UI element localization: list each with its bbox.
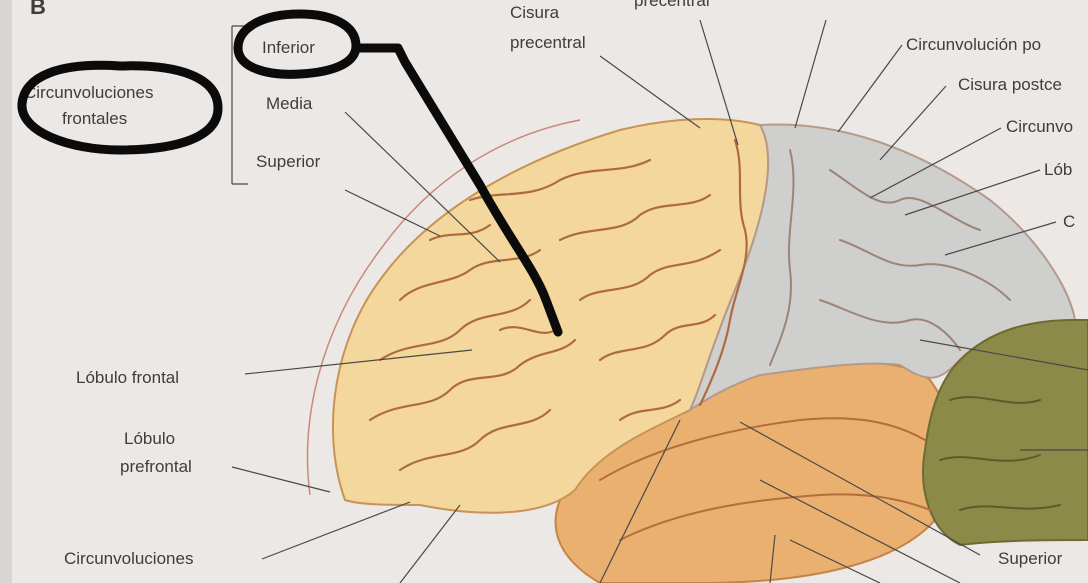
label-cisura-precentral-2: precentral: [510, 33, 586, 52]
label-c-right: C: [1063, 212, 1075, 231]
label-lobulo-frontal: Lóbulo frontal: [76, 368, 179, 387]
label-circunvoluciones-bottom: Circunvoluciones: [64, 549, 193, 568]
label-circunvoluciones-frontales-1: Circunvoluciones: [24, 83, 153, 102]
label-cisura-precentral-1: Cisura: [510, 3, 560, 22]
label-lobulo-right: Lób: [1044, 160, 1072, 179]
label-circunvolucion-postcentral: Circunvolución po: [906, 35, 1041, 54]
panel-letter: B: [30, 0, 46, 19]
page-edge-left: [0, 0, 12, 583]
label-superior-temporal: Superior: [998, 549, 1063, 568]
label-circunvoluciones-frontales-2: frontales: [62, 109, 127, 128]
label-lobulo-prefrontal-1: Lóbulo: [124, 429, 175, 448]
label-superior-frontal: Superior: [256, 152, 321, 171]
label-precentral-top: precentral: [634, 0, 710, 10]
label-cisura-postcentral: Cisura postce: [958, 75, 1062, 94]
label-media: Media: [266, 94, 313, 113]
label-circunvolucion-right: Circunvo: [1006, 117, 1073, 136]
label-inferior: Inferior: [262, 38, 315, 57]
label-lobulo-prefrontal-2: prefrontal: [120, 457, 192, 476]
